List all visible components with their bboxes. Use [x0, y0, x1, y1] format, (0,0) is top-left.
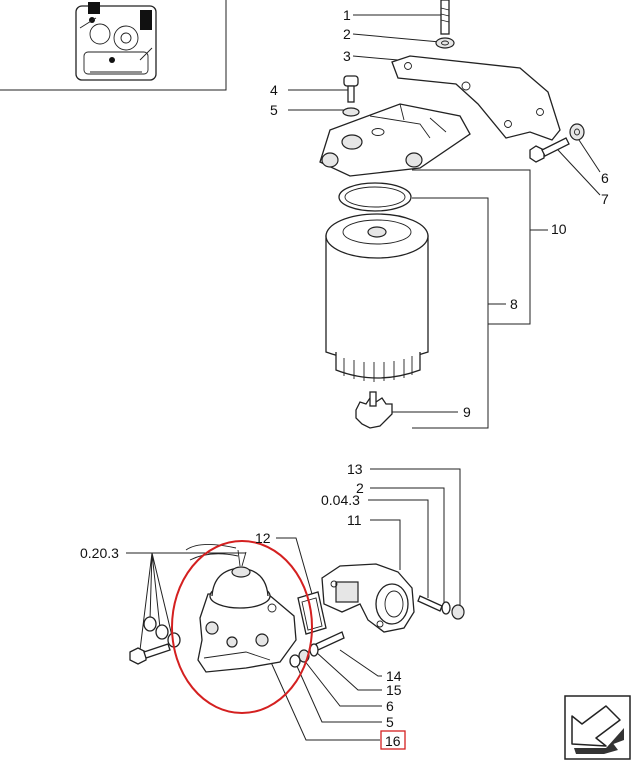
part-3-bracket[interactable] — [391, 55, 561, 141]
leader-7 — [557, 149, 601, 196]
leader-3 — [352, 55, 399, 61]
part-11-elbow[interactable] — [321, 563, 415, 633]
leader-12 — [276, 537, 313, 595]
callout-16-highlight-box — [380, 730, 406, 750]
callout-5-lower: 5 — [386, 714, 394, 730]
leader-6 — [576, 136, 601, 173]
part-8-filter-cartridge[interactable] — [325, 213, 429, 382]
callout-9: 9 — [463, 404, 471, 420]
leader-8 — [412, 197, 489, 429]
part-0203-hardware[interactable] — [129, 544, 239, 665]
callout-0043: 0.04.3 — [321, 492, 360, 508]
callout-12: 12 — [255, 530, 271, 546]
part-2-washer-lower[interactable] — [441, 601, 451, 615]
callout-10: 10 — [551, 221, 567, 237]
leader-11 — [370, 519, 401, 570]
part-13-nut[interactable] — [451, 604, 465, 620]
callout-3: 3 — [343, 48, 351, 64]
leader-10 — [412, 169, 531, 325]
engine-thumbnail-drawing — [75, 2, 157, 81]
part-8-seal-ring[interactable] — [338, 182, 412, 212]
leader-2 — [352, 33, 441, 43]
leader-15 — [315, 651, 382, 691]
part-5-washer-lower[interactable] — [289, 654, 301, 668]
callout-5: 5 — [270, 102, 278, 118]
leader-16 — [269, 659, 380, 741]
callout-16: 16 — [385, 733, 401, 749]
callout-15: 15 — [386, 682, 402, 698]
callout-13: 13 — [347, 461, 363, 477]
leader-0203 — [126, 552, 246, 651]
callout-4: 4 — [270, 82, 278, 98]
highlight-circle — [171, 540, 313, 714]
engine-thumbnail[interactable] — [0, 0, 227, 91]
callout-8: 8 — [510, 296, 518, 312]
callout-2: 2 — [343, 26, 351, 42]
part-10-filter-head[interactable] — [319, 103, 471, 177]
part-6-washer[interactable] — [569, 123, 585, 141]
leader-2b — [370, 487, 445, 604]
part-16-lift-pump[interactable] — [197, 549, 297, 673]
leader-5b — [295, 663, 382, 723]
next-page-arrow-icon[interactable] — [564, 695, 631, 760]
part-5-washer[interactable] — [342, 107, 360, 117]
part-0043-stud[interactable] — [417, 595, 443, 612]
callout-14: 14 — [386, 668, 402, 684]
callout-2-lower: 2 — [356, 480, 364, 496]
callout-0203: 0.20.3 — [80, 545, 119, 561]
part-9-drain-plug[interactable] — [355, 391, 393, 429]
callout-6: 6 — [601, 170, 609, 186]
callout-7: 7 — [601, 191, 609, 207]
part-7-bolt[interactable] — [529, 137, 570, 163]
part-1-long-bolt[interactable] — [440, 0, 450, 35]
leader-14 — [339, 649, 382, 677]
callout-1: 1 — [343, 7, 351, 23]
leader-0043 — [368, 499, 429, 598]
part-4-screw[interactable] — [343, 75, 359, 103]
part-2-washer[interactable] — [435, 37, 455, 49]
leader-6b — [303, 659, 382, 707]
part-14-stud[interactable] — [315, 631, 345, 651]
callout-6-lower: 6 — [386, 698, 394, 714]
callout-11: 11 — [347, 512, 362, 528]
leader-13 — [370, 468, 461, 606]
